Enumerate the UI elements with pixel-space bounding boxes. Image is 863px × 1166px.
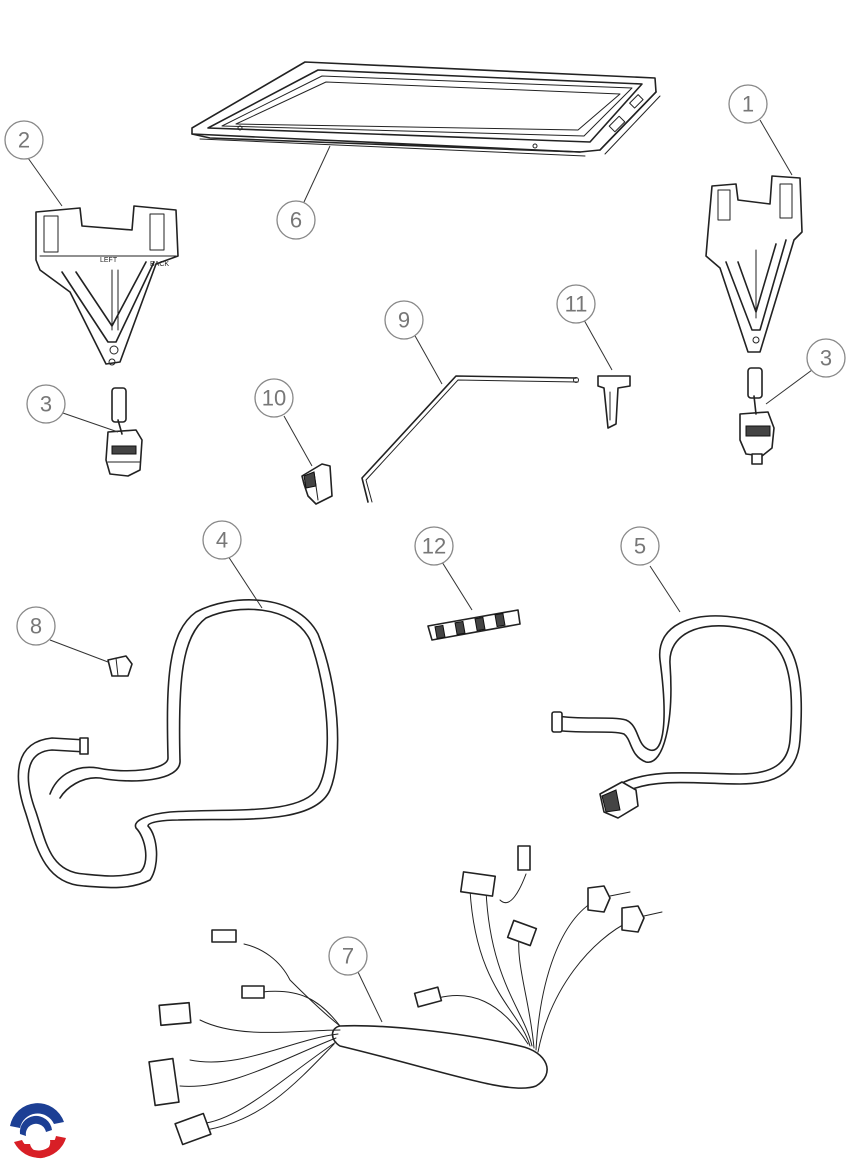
callout-2-label: 2	[18, 128, 30, 153]
callout-4-label: 4	[216, 528, 228, 553]
part-3-left-damper	[105, 387, 143, 477]
part-3-right-damper	[739, 367, 775, 465]
bracket-left-label: LEFT	[100, 257, 118, 264]
part-10-catch	[301, 463, 333, 505]
callout-3-right-label: 3	[820, 346, 832, 371]
part-9-rod	[361, 375, 579, 503]
callout-6: 6	[276, 200, 316, 240]
callout-9: 9	[384, 300, 424, 340]
callout-5: 5	[620, 526, 660, 566]
part-4-left-hose	[17, 599, 339, 889]
callout-10: 10	[254, 378, 294, 418]
callout-3-left-label: 3	[40, 392, 52, 417]
callout-11: 11	[556, 284, 596, 324]
callout-7-label: 7	[342, 944, 354, 969]
callout-11-label: 11	[565, 292, 588, 317]
callout-9-label: 9	[398, 308, 410, 333]
callout-12: 12	[414, 526, 454, 566]
part-7-wiring-harness	[148, 845, 663, 1146]
callout-2: 2	[4, 120, 44, 160]
leader-lines	[27, 119, 813, 1023]
part-5-right-hose	[551, 615, 803, 819]
callout-7: 7	[328, 936, 368, 976]
part-2-left-bracket: LEFT BACK	[35, 205, 179, 366]
callout-4: 4	[202, 520, 242, 560]
brand-logo	[6, 1102, 66, 1162]
callout-10-label: 10	[262, 386, 286, 411]
part-8-plug	[107, 655, 133, 677]
callout-8: 8	[16, 606, 56, 646]
part-1-right-bracket	[705, 175, 803, 353]
callout-3-right: 3	[806, 338, 846, 378]
callout-3-left: 3	[26, 384, 66, 424]
part-12-rail	[427, 609, 521, 641]
part-11-clip	[597, 375, 631, 429]
callout-1-label: 1	[742, 92, 754, 117]
callout-8-label: 8	[30, 614, 42, 639]
part-6-frame	[191, 61, 661, 157]
callout-12-label: 12	[422, 534, 446, 559]
callout-1: 1	[728, 84, 768, 124]
callout-6-label: 6	[290, 208, 302, 233]
callout-5-label: 5	[634, 534, 646, 559]
bracket-back-label: BACK	[150, 261, 169, 268]
